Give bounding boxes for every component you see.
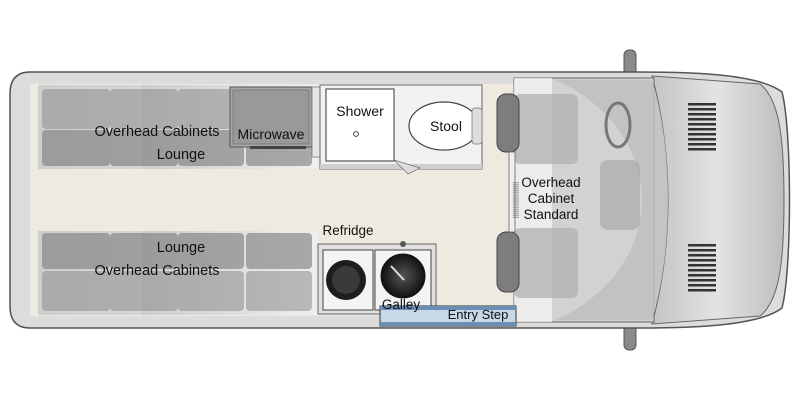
cab-seat-passenger [514,228,578,298]
faucet [400,241,406,247]
swivel-seat-top [496,93,520,153]
label-cab-overhead: Overhead [521,175,580,190]
dash [600,160,640,230]
lounge-cushion [178,89,244,129]
label-lounge-bottom: Lounge [157,240,205,256]
seat-divider [508,151,516,233]
lounge-cushion [246,271,312,311]
refridge-door-inner [332,266,360,294]
cab-area [513,77,668,323]
galley-block [317,241,437,315]
steering-wheel [604,101,632,149]
lounge-cushion [246,233,312,269]
label-overhead-cabinets-top: Overhead Cabinets [95,124,220,140]
shower-pan [325,88,395,162]
label-shower: Shower [336,103,384,119]
label-microwave: Microwave [238,126,305,142]
lower-lounge [38,231,318,315]
vent-bottom [688,244,716,292]
lounge-cushion [178,130,244,166]
shower-drain [353,131,359,137]
cab-seat-driver [514,94,578,164]
label-galley: Galley [382,297,421,312]
lounge-cushion [110,271,178,311]
lounge-cushion [178,233,244,269]
microwave-trim [311,86,321,158]
lounge-cushion [178,271,244,311]
lounge-cushion [110,233,178,269]
label-entry-step: Entry Step [448,307,509,322]
lounge-cushion [42,89,110,129]
label-cab-cabinet: Cabinet [528,191,575,206]
hood [651,75,785,325]
bathroom [319,84,483,175]
label-lounge-top: Lounge [157,147,205,163]
entry-step [379,305,517,327]
lounge-cushion [42,130,110,166]
label-overhead-cabinets-bottom: Overhead Cabinets [95,263,220,279]
label-stool: Stool [430,118,462,134]
stove-burner [380,253,426,299]
swivel-seat-bottom [496,231,520,293]
vent-top [688,103,716,151]
label-refridge: Refridge [322,223,373,238]
toilet-tank [471,107,483,145]
lounge-cushion [110,130,178,166]
lounge-cushion [42,233,110,269]
upper-lounge [38,85,321,169]
lounge-cushion [110,89,178,129]
lounge-cushion [42,271,110,311]
svg-text:||||||||||||||||||: |||||||||||||||||| [512,182,519,218]
label-cab-standard: Standard [524,207,579,222]
